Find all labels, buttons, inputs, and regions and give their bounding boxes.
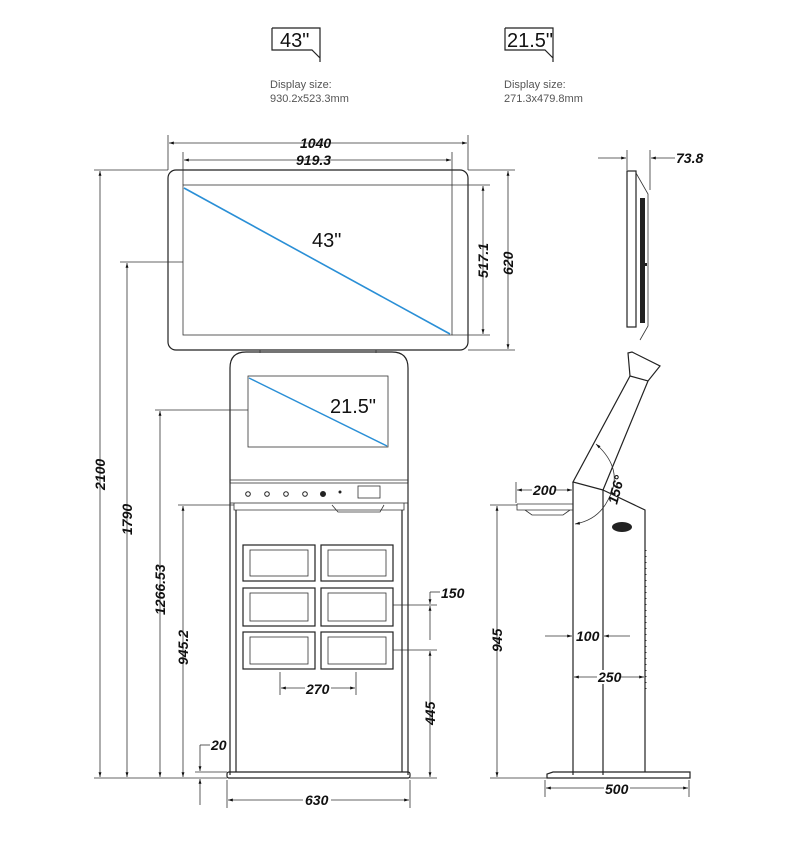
dim-shelf-depth: 200 xyxy=(532,482,557,498)
dim-screen-width: 919.3 xyxy=(296,152,331,168)
lower-screen-label: 21.5" xyxy=(330,396,376,418)
dim-base-width: 630 xyxy=(305,792,329,808)
badge-43: 43" Display size: 930.2x523.3mm xyxy=(270,27,349,105)
dim-compartment-width: 270 xyxy=(305,681,330,697)
dim-base-depth: 500 xyxy=(605,781,629,797)
control-buttons xyxy=(245,490,342,497)
side-view xyxy=(516,170,691,779)
side-screen xyxy=(626,170,637,328)
lower-screen xyxy=(247,375,389,448)
display-size-value: 930.2x523.3mm xyxy=(270,93,349,105)
front-base xyxy=(226,771,411,779)
dim-height-1266: 1266.53 xyxy=(152,564,168,615)
dim-overall-width: 1040 xyxy=(300,135,331,151)
lower-body xyxy=(229,351,409,775)
display-size-value: 271.3x479.8mm xyxy=(504,93,583,105)
badge-size: 43" xyxy=(280,30,309,52)
top-screen xyxy=(182,184,453,336)
display-size-label: Display size: xyxy=(504,79,566,91)
front-dimensions: 1040 919.3 517.1 620 2100 1790 1266.53 9… xyxy=(92,135,516,808)
top-screen-label: 43" xyxy=(312,230,341,252)
dim-column-inner: 100 xyxy=(576,628,600,644)
dim-screen-depth: 73.8 xyxy=(676,150,703,166)
dim-base-thickness: 20 xyxy=(210,737,227,753)
dim-height-945: 945.2 xyxy=(175,630,191,665)
dim-angle: 156° xyxy=(604,473,627,505)
dim-bottom-offset: 445 xyxy=(422,701,438,726)
dim-screen-height: 517.1 xyxy=(475,243,491,278)
badge-size: 21.5" xyxy=(507,30,553,52)
top-panel xyxy=(167,169,469,351)
side-speaker xyxy=(612,522,632,532)
dim-panel-height: 620 xyxy=(500,251,516,275)
compartments xyxy=(242,544,394,670)
top-screen-diagonal xyxy=(183,187,451,335)
side-base xyxy=(546,771,691,779)
card-reader xyxy=(357,485,381,499)
dim-side-height: 945 xyxy=(489,628,505,652)
dim-height-1790: 1790 xyxy=(119,504,135,535)
side-dimensions: 73.8 200 156° 945 100 250 500 xyxy=(489,150,703,797)
front-view: 43" 21.5" xyxy=(167,169,469,779)
display-size-label: Display size: xyxy=(270,79,332,91)
control-strip xyxy=(229,482,409,504)
lower-screen-diagonal xyxy=(248,377,388,447)
dim-compartment-height: 150 xyxy=(441,585,465,601)
dim-overall-height: 2100 xyxy=(92,459,108,491)
badge-21-5: 21.5" Display size: 271.3x479.8mm xyxy=(504,27,583,105)
dim-column-depth: 250 xyxy=(597,669,622,685)
